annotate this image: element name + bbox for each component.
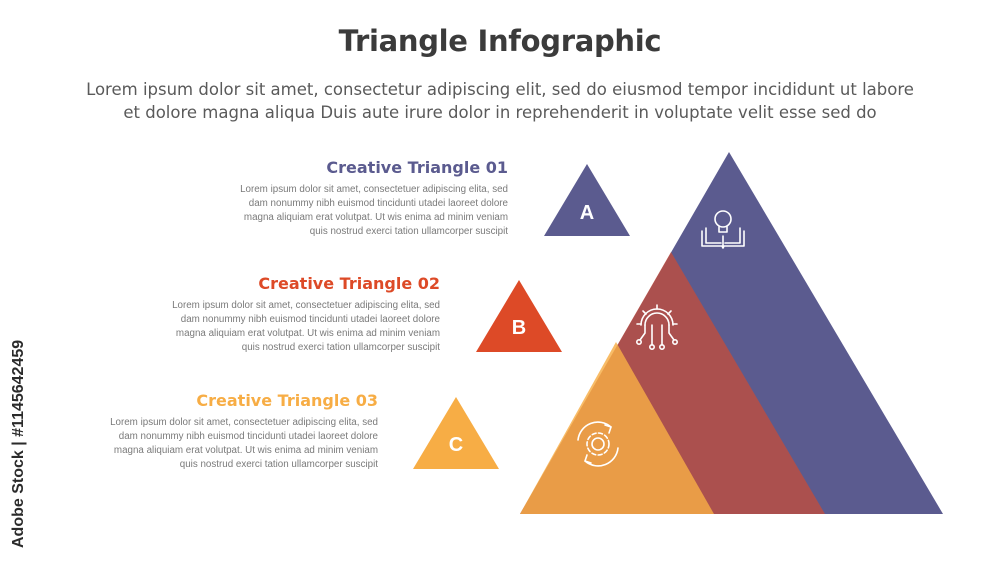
stock-watermark: Adobe Stock | #1145642459 [10, 340, 27, 548]
item-description-line: Lorem ipsum dolor sit amet, consectetuer… [172, 300, 440, 311]
item-description-line: magna aliquiam erat volutpat. Ut wis eni… [113, 445, 378, 456]
item-heading: Creative Triangle 03 [196, 391, 378, 410]
label-triangle-a: A [544, 164, 630, 236]
item-description-line: Lorem ipsum dolor sit amet, consectetuer… [110, 417, 378, 428]
gear-cycle-icon [577, 421, 619, 467]
watermark-text: Adobe Stock | #1145642459 [10, 340, 27, 548]
item-description-line: magna aliquiam erat volutpat. Ut wis eni… [175, 328, 440, 339]
item-triangle-02: Creative Triangle 02 Lorem ipsum dolor s… [80, 274, 440, 355]
big-triangle-orange [520, 342, 714, 514]
page-title: Triangle Infographic [338, 24, 662, 58]
label-letter-a: A [580, 202, 594, 224]
page-subtitle: Lorem ipsum dolor sit amet, consectetur … [30, 78, 970, 124]
subtitle-line-1: Lorem ipsum dolor sit amet, consectetur … [86, 80, 914, 99]
item-triangle-03: Creative Triangle 03 Lorem ipsum dolor s… [20, 391, 378, 472]
item-description-line: dam nonummy nibh euismod tincidunti utad… [180, 314, 440, 325]
label-letter-c: C [449, 434, 463, 456]
item-description-line: magna aliquiam erat volutpat. Ut wis eni… [243, 212, 508, 223]
gear-circuit-icon [635, 304, 678, 350]
item-description: Lorem ipsum dolor sit amet, consectetuer… [150, 183, 508, 239]
item-description-line: quis nostrud exerci tation ullamcorper s… [179, 459, 378, 470]
label-triangle-c: C [413, 397, 499, 469]
item-heading: Creative Triangle 02 [258, 274, 440, 293]
item-description: Lorem ipsum dolor sit amet, consectetuer… [20, 416, 378, 472]
item-description-line: quis nostrud exerci tation ullamcorper s… [241, 342, 440, 353]
item-triangle-01: Creative Triangle 01 Lorem ipsum dolor s… [150, 158, 508, 239]
item-description-line: Lorem ipsum dolor sit amet, consectetuer… [240, 184, 508, 195]
label-triangle-b: B [476, 280, 562, 352]
subtitle-line-2: et dolore magna aliqua Duis aute irure d… [123, 103, 877, 122]
book-lightbulb-icon [701, 210, 745, 249]
label-letter-b: B [512, 317, 526, 339]
item-description-line: dam nonummy nibh euismod tincidunti utad… [248, 198, 508, 209]
item-description-line: quis nostrud exerci tation ullamcorper s… [309, 226, 508, 237]
item-description-line: dam nonummy nibh euismod tincidunti utad… [118, 431, 378, 442]
item-description: Lorem ipsum dolor sit amet, consectetuer… [80, 299, 440, 355]
item-heading: Creative Triangle 01 [326, 158, 508, 177]
